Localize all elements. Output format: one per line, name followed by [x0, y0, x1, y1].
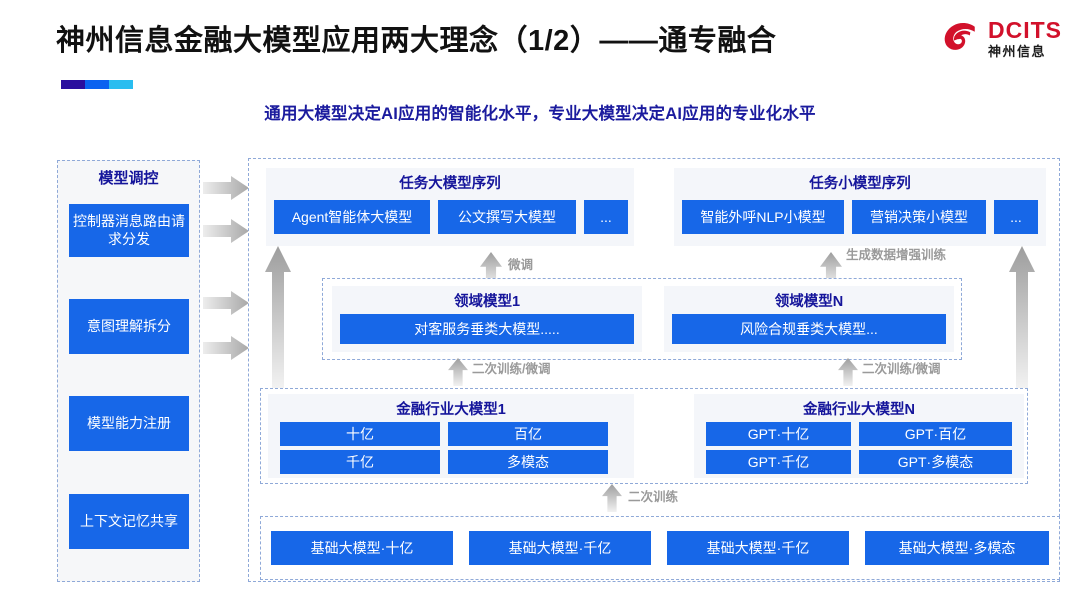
task-big-model-panel: 任务大模型序列 Agent智能体大模型 公文撰写大模型 ...	[266, 168, 634, 246]
industry-n-item-1[interactable]: GPT·十亿	[706, 422, 851, 446]
flow-arrow-up-retrain-base	[602, 484, 622, 512]
arrow-label-retrain-finetune-left: 二次训练/微调	[472, 362, 551, 376]
industry-model-n-title: 金融行业大模型N	[803, 402, 915, 418]
arrow-label-data-augment: 生成数据增强训练	[846, 248, 947, 262]
industry-model-n-group: 金融行业大模型N GPT·十亿 GPT·百亿 GPT·千亿 GPT·多模态	[694, 394, 1024, 478]
task-small-item-nlp-outbound[interactable]: 智能外呼NLP小模型	[682, 200, 844, 234]
industry-n-item-2[interactable]: GPT·百亿	[859, 422, 1012, 446]
sidebar-item-intent-parsing[interactable]: 意图理解拆分	[69, 299, 189, 354]
sidebar-item-capability-registry[interactable]: 模型能力注册	[69, 396, 189, 451]
dcits-logo: DCITS 神州信息	[941, 18, 1062, 58]
arrow-label-retrain: 二次训练	[628, 490, 679, 504]
flow-arrow-up-data-augment	[820, 252, 842, 286]
sidebar-title: 模型调控	[98, 170, 159, 187]
base-model-panel: 基础大模型·十亿 基础大模型·千亿 基础大模型·千亿 基础大模型·多模态	[260, 516, 1060, 580]
sidebar-item-controller-routing[interactable]: 控制器消息路由请求分发	[69, 204, 189, 257]
domain-model-1-title: 领域模型1	[453, 294, 521, 310]
flow-arrow-up-retrain-left	[448, 358, 468, 386]
logo-wordmark: DCITS 神州信息	[988, 16, 1062, 59]
industry-model-1-title: 金融行业大模型1	[396, 402, 506, 418]
flow-arrow-up-finetune	[480, 252, 502, 286]
industry-1-item-2[interactable]: 百亿	[448, 422, 608, 446]
accent-segment-3	[109, 80, 133, 89]
page-title: 神州信息金融大模型应用两大理念（1/2）——通专融合	[56, 25, 777, 57]
connector-arrow-right-1	[203, 176, 249, 200]
domain-model-n-item[interactable]: 风险合规垂类大模型...	[672, 314, 946, 344]
connector-arrow-right-2	[203, 219, 249, 243]
base-model-item-3[interactable]: 基础大模型·千亿	[667, 531, 849, 565]
domain-model-1-item[interactable]: 对客服务垂类大模型.....	[340, 314, 634, 344]
industry-n-item-4[interactable]: GPT·多模态	[859, 450, 1012, 474]
flow-arrow-up-tall-right	[1009, 246, 1035, 388]
base-model-item-2[interactable]: 基础大模型·千亿	[469, 531, 651, 565]
task-small-item-more[interactable]: ...	[994, 200, 1038, 234]
task-small-item-marketing[interactable]: 营销决策小模型	[852, 200, 986, 234]
connector-arrow-right-3	[203, 291, 249, 315]
arrow-label-retrain-finetune-right: 二次训练/微调	[862, 362, 941, 376]
logo-swirl-icon	[944, 23, 975, 50]
sidebar-item-context-memory[interactable]: 上下文记忆共享	[69, 494, 189, 549]
base-model-item-4[interactable]: 基础大模型·多模态	[865, 531, 1049, 565]
domain-model-n-title: 领域模型N	[774, 294, 844, 310]
industry-1-item-3[interactable]: 千亿	[280, 450, 440, 474]
industry-n-item-3[interactable]: GPT·千亿	[706, 450, 851, 474]
accent-segment-2	[85, 80, 109, 89]
sidebar-panel: 模型调控 控制器消息路由请求分发 意图理解拆分 模型能力注册 上下文记忆共享	[57, 160, 200, 582]
task-big-model-title: 任务大模型序列	[399, 176, 501, 192]
task-big-item-document[interactable]: 公文撰写大模型	[438, 200, 576, 234]
flow-arrow-up-tall-left	[265, 246, 291, 388]
industry-1-item-4[interactable]: 多模态	[448, 450, 608, 474]
task-small-model-panel: 任务小模型序列 智能外呼NLP小模型 营销决策小模型 ...	[674, 168, 1046, 246]
domain-model-1-group: 领域模型1 对客服务垂类大模型.....	[332, 286, 642, 352]
title-accent-bar	[61, 80, 133, 89]
industry-1-item-1[interactable]: 十亿	[280, 422, 440, 446]
connector-arrow-right-4	[203, 336, 249, 360]
task-small-model-title: 任务小模型序列	[809, 176, 911, 192]
task-big-item-agent[interactable]: Agent智能体大模型	[274, 200, 430, 234]
base-model-item-1[interactable]: 基础大模型·十亿	[271, 531, 453, 565]
logo-text-en: DCITS	[988, 16, 1062, 43]
logo-text-cn: 神州信息	[988, 43, 1047, 59]
flow-arrow-up-retrain-right	[838, 358, 858, 386]
accent-segment-1	[61, 80, 85, 89]
industry-model-1-group: 金融行业大模型1 十亿 百亿 千亿 多模态	[268, 394, 634, 478]
page-subtitle: 通用大模型决定AI应用的智能化水平，专业大模型决定AI应用的专业化水平	[264, 105, 816, 123]
arrow-label-finetune: 微调	[508, 258, 534, 272]
task-big-item-more[interactable]: ...	[584, 200, 628, 234]
domain-model-n-group: 领域模型N 风险合规垂类大模型...	[664, 286, 954, 352]
